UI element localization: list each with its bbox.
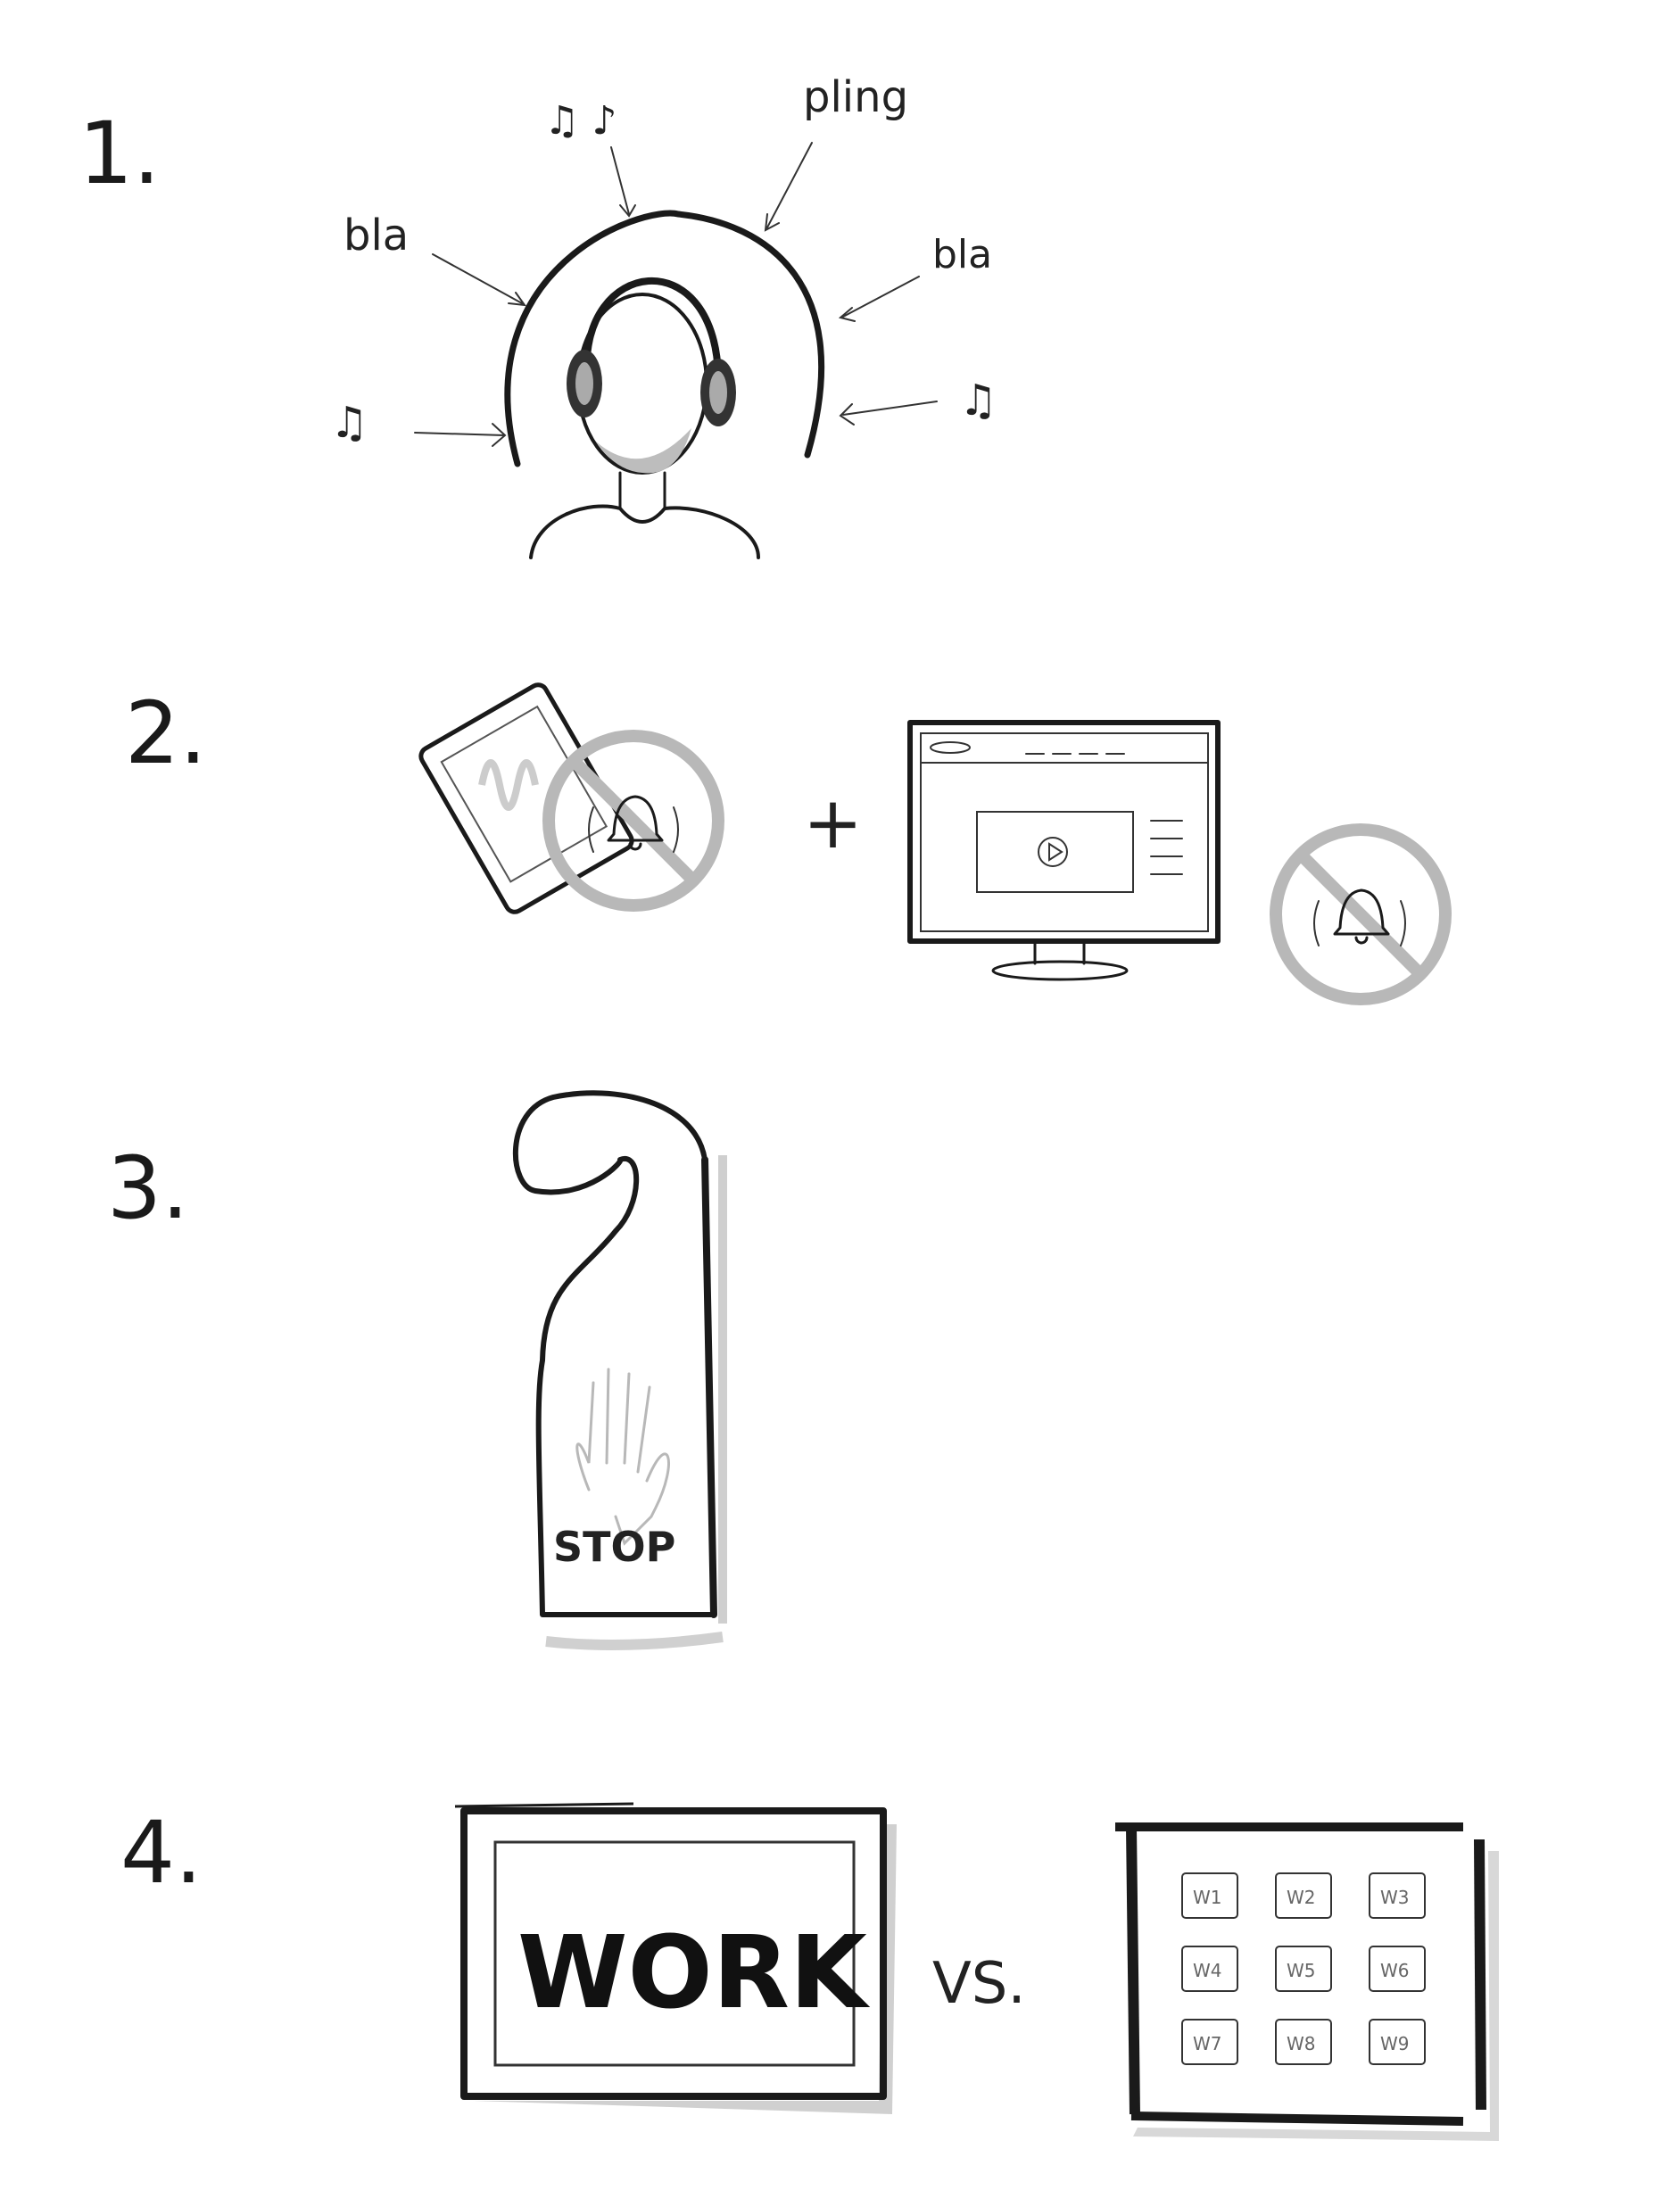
note-right-label: ♫ <box>959 376 997 426</box>
bell-muted-icon <box>542 730 724 912</box>
window-label: W3 <box>1380 1887 1410 1908</box>
stop-label: STOP <box>553 1523 675 1571</box>
plus-sign: + <box>803 781 863 864</box>
pling-label: pling <box>803 72 908 122</box>
multi-window-screen <box>1115 1822 1499 2141</box>
play-icon <box>1038 837 1068 867</box>
window-thumbnail <box>1275 2019 1332 2065</box>
monitor-icon <box>907 720 1221 981</box>
window-label: W6 <box>1380 1960 1410 1981</box>
window-label: W4 <box>1193 1960 1222 1981</box>
step-2-number: 2. <box>125 683 207 783</box>
noise-arrows <box>414 142 938 447</box>
note-left-label: ♫ <box>330 398 368 448</box>
note-top-label: ♫ ♪ <box>544 98 617 144</box>
step-1-number: 1. <box>79 103 161 203</box>
window-thumbnail <box>1275 1872 1332 1919</box>
window-thumbnail <box>1369 2019 1426 2065</box>
window-label: W2 <box>1287 1887 1316 1908</box>
window-label: W5 <box>1287 1960 1316 1981</box>
window-label: W1 <box>1193 1887 1222 1908</box>
window-label: W7 <box>1193 2033 1222 2054</box>
window-thumbnail <box>1275 1946 1332 1992</box>
step-3-number: 3. <box>107 1138 189 1238</box>
door-hanger-icon <box>512 1090 727 1650</box>
work-label: WORK <box>517 1915 871 2031</box>
window-thumbnail <box>1369 1872 1426 1919</box>
bla-left-label: bla <box>343 211 409 260</box>
vs-label: VS. <box>932 1951 1026 2017</box>
work-sign <box>454 1802 897 2114</box>
window-thumbnail <box>1181 1872 1238 1919</box>
window-label: W9 <box>1380 2033 1410 2054</box>
window-thumbnail <box>1181 2019 1238 2065</box>
bla-right-label: bla <box>932 232 992 277</box>
window-thumbnail <box>1181 1946 1238 1992</box>
step-4-number: 4. <box>120 1803 203 1903</box>
hand-icon <box>575 1368 670 1546</box>
window-label: W8 <box>1287 2033 1316 2054</box>
bell-muted-icon-2 <box>1270 823 1452 1005</box>
window-thumbnail <box>1369 1946 1426 1992</box>
person-with-headphones-icon <box>504 210 825 559</box>
